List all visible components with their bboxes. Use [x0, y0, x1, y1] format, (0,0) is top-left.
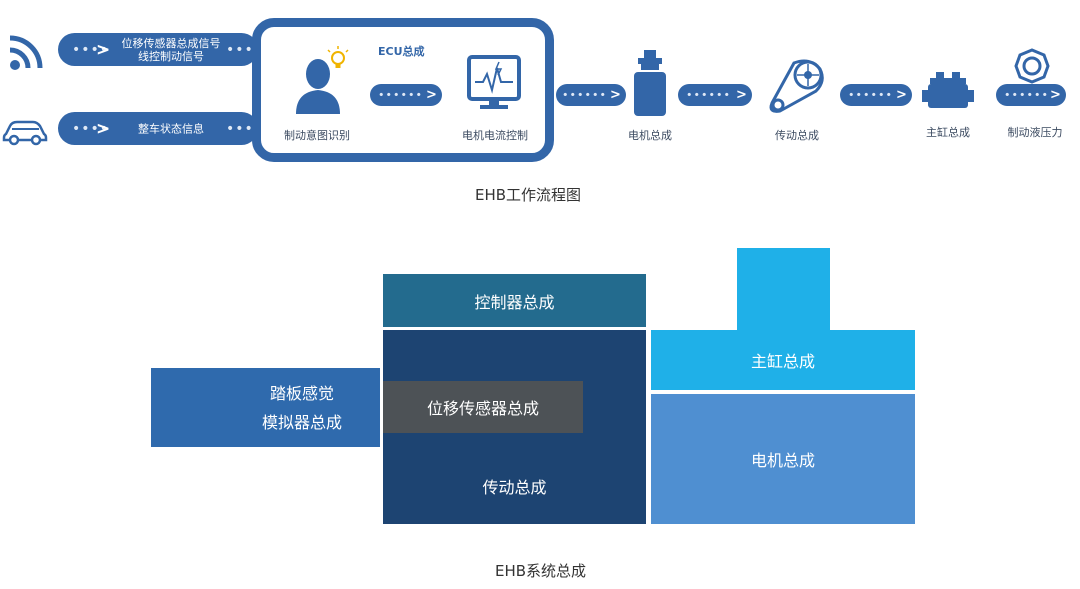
motor-assembly-label: 电机总成 [628, 129, 672, 142]
chevron-right-icon: > [426, 87, 437, 103]
transmission-to-cylinder-arrow: •••••• > [840, 84, 912, 106]
chevron-right-icon: > [1050, 87, 1061, 103]
chevron-right-icon: > [896, 87, 907, 103]
wifi-signal-icon [6, 30, 48, 72]
cylinder-to-pressure-arrow: •••••• > [996, 84, 1066, 106]
pedal-simulator-line-2: 模拟器总成 [261, 413, 342, 432]
belt-pulley-icon [764, 55, 830, 115]
sensor-signal-label-1: 位移传感器总成信号 [121, 36, 221, 50]
ecu-to-motor-arrow: •••••• > [556, 84, 626, 106]
chevron-right-icon: > [610, 87, 621, 103]
person-idea-icon [288, 44, 352, 116]
motor-assembly-block-label: 电机总成 [750, 451, 815, 470]
transmission-assembly-label: 传动总成 [775, 129, 819, 142]
motor-to-transmission-arrow: •••••• > [678, 84, 752, 106]
current-control-label: 电机电流控制 [462, 129, 528, 142]
intent-recognition-label: 制动意图识别 [284, 129, 350, 142]
displacement-sensor-block: 位移传感器总成 [383, 381, 583, 433]
motor-icon [632, 48, 668, 118]
motor-assembly-block: 电机总成 [651, 394, 915, 524]
chevron-right-icon: > [96, 39, 111, 60]
master-cylinder-block: 主缸总成 [651, 330, 915, 390]
car-icon [2, 114, 48, 146]
master-cylinder-icon [922, 70, 974, 112]
brake-pressure-label: 制动液压力 [1007, 126, 1063, 139]
master-cylinder-block-label: 主缸总成 [750, 352, 815, 371]
monitor-waveform-icon [466, 54, 522, 112]
controller-assembly-block: 控制器总成 [383, 274, 646, 327]
pressure-ring-icon [1014, 48, 1050, 84]
master-cylinder-block-top [737, 248, 830, 332]
ecu-title: ECU总成 [378, 45, 425, 58]
system-caption: EHB系统总成 [495, 562, 587, 580]
pedal-simulator-line-1: 踏板感觉 [269, 384, 334, 403]
vehicle-state-label: 整车状态信息 [138, 122, 204, 135]
pedal-simulator-block [151, 368, 380, 447]
workflow-caption: EHB工作流程图 [475, 186, 582, 204]
chevron-right-icon: > [736, 87, 747, 103]
sensor-signal-label-2: 线控制动信号 [138, 49, 204, 63]
vehicle-state-arrow: •••• > 整车状态信息 •••• [58, 112, 262, 145]
sensor-signal-arrow: •••• > 位移传感器总成信号 线控制动信号 •••• [58, 33, 262, 66]
transmission-assembly-block-label: 传动总成 [482, 478, 547, 497]
chevron-right-icon: > [96, 118, 111, 139]
controller-assembly-label: 控制器总成 [474, 292, 555, 312]
displacement-sensor-label: 位移传感器总成 [426, 399, 539, 418]
pedal-simulator-label: 踏板感觉 模拟器总成 [232, 379, 372, 437]
ecu-internal-arrow: •••••• > [370, 84, 442, 106]
master-cylinder-label: 主缸总成 [926, 126, 970, 139]
